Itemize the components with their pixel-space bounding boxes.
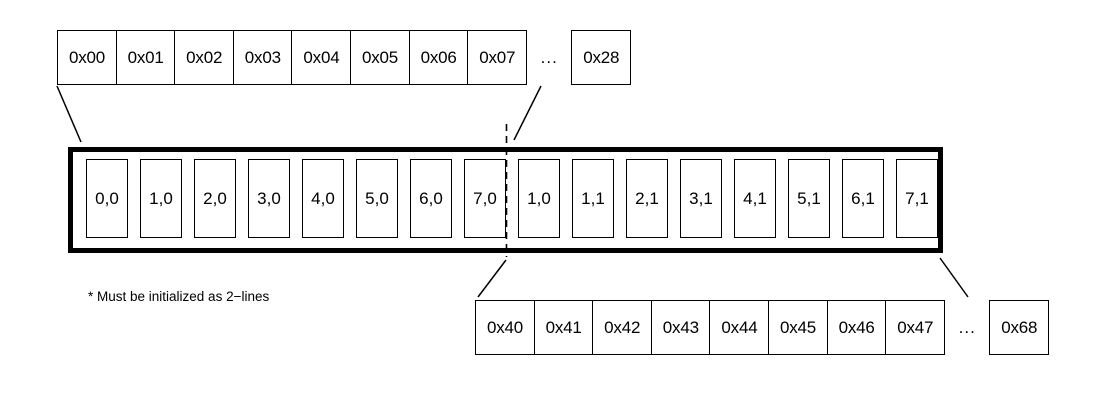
address-cell-tail: 0x28: [571, 30, 632, 85]
cache-slot: 1,1: [572, 159, 614, 238]
ellipsis-label: ...: [958, 317, 976, 337]
address-cell: 0x05: [350, 30, 411, 85]
address-cell: 0x06: [408, 30, 469, 85]
address-cell: 0x40: [475, 300, 535, 355]
address-cell-tail: 0x68: [989, 300, 1050, 355]
leader-line-top-left: [56, 85, 82, 143]
leader-line-bottom-left: [477, 259, 507, 298]
cache-slot: 6,1: [842, 159, 884, 238]
leader-line-bottom-right: [939, 257, 969, 298]
address-cell: 0x47: [885, 300, 946, 355]
cache-slot: 2,1: [626, 159, 668, 238]
address-cell: 0x04: [291, 30, 352, 85]
address-cell: 0x45: [768, 300, 829, 355]
cache-buffer-bar: 0,0 1,0 2,0 3,0 4,0 5,0 6,0 7,0 1,0 1,1 …: [68, 147, 943, 253]
leader-line-top-right: [513, 85, 542, 141]
cache-slot: 1,0: [518, 159, 560, 238]
cache-slot: 2,0: [194, 159, 236, 238]
cache-slot: 3,1: [680, 159, 722, 238]
cache-slot: 6,0: [410, 159, 452, 238]
cache-slot: 4,0: [302, 159, 344, 238]
address-cell: 0x07: [467, 30, 528, 85]
address-cell: 0x43: [650, 300, 711, 355]
address-cell: 0x02: [174, 30, 235, 85]
cache-slot-group: 0,0 1,0 2,0 3,0 4,0 5,0 6,0 7,0 1,0 1,1 …: [86, 159, 938, 238]
address-cell: 0x00: [57, 30, 117, 85]
address-cell: 0x41: [533, 300, 594, 355]
address-cell: 0x42: [592, 300, 653, 355]
cache-slot: 4,1: [734, 159, 776, 238]
footnote-text: * Must be initialized as 2−lines: [88, 289, 270, 304]
top-address-row: 0x00 0x01 0x02 0x03 0x04 0x05 0x06 0x07 …: [57, 30, 632, 85]
address-cell: 0x44: [709, 300, 770, 355]
cache-slot: 5,0: [356, 159, 398, 238]
cache-slot: 7,1: [896, 159, 938, 238]
cache-slot: 7,0: [464, 159, 506, 238]
address-cell: 0x46: [826, 300, 887, 355]
cache-slot: 1,0: [140, 159, 182, 238]
ellipsis-label: ...: [540, 47, 558, 67]
address-cell: 0x01: [115, 30, 176, 85]
address-cell: 0x03: [232, 30, 293, 85]
cache-slot: 0,0: [86, 159, 128, 238]
cache-slot: 3,0: [248, 159, 290, 238]
bottom-address-row: 0x40 0x41 0x42 0x43 0x44 0x45 0x46 0x47 …: [475, 300, 1050, 355]
cache-slot: 5,1: [788, 159, 830, 238]
